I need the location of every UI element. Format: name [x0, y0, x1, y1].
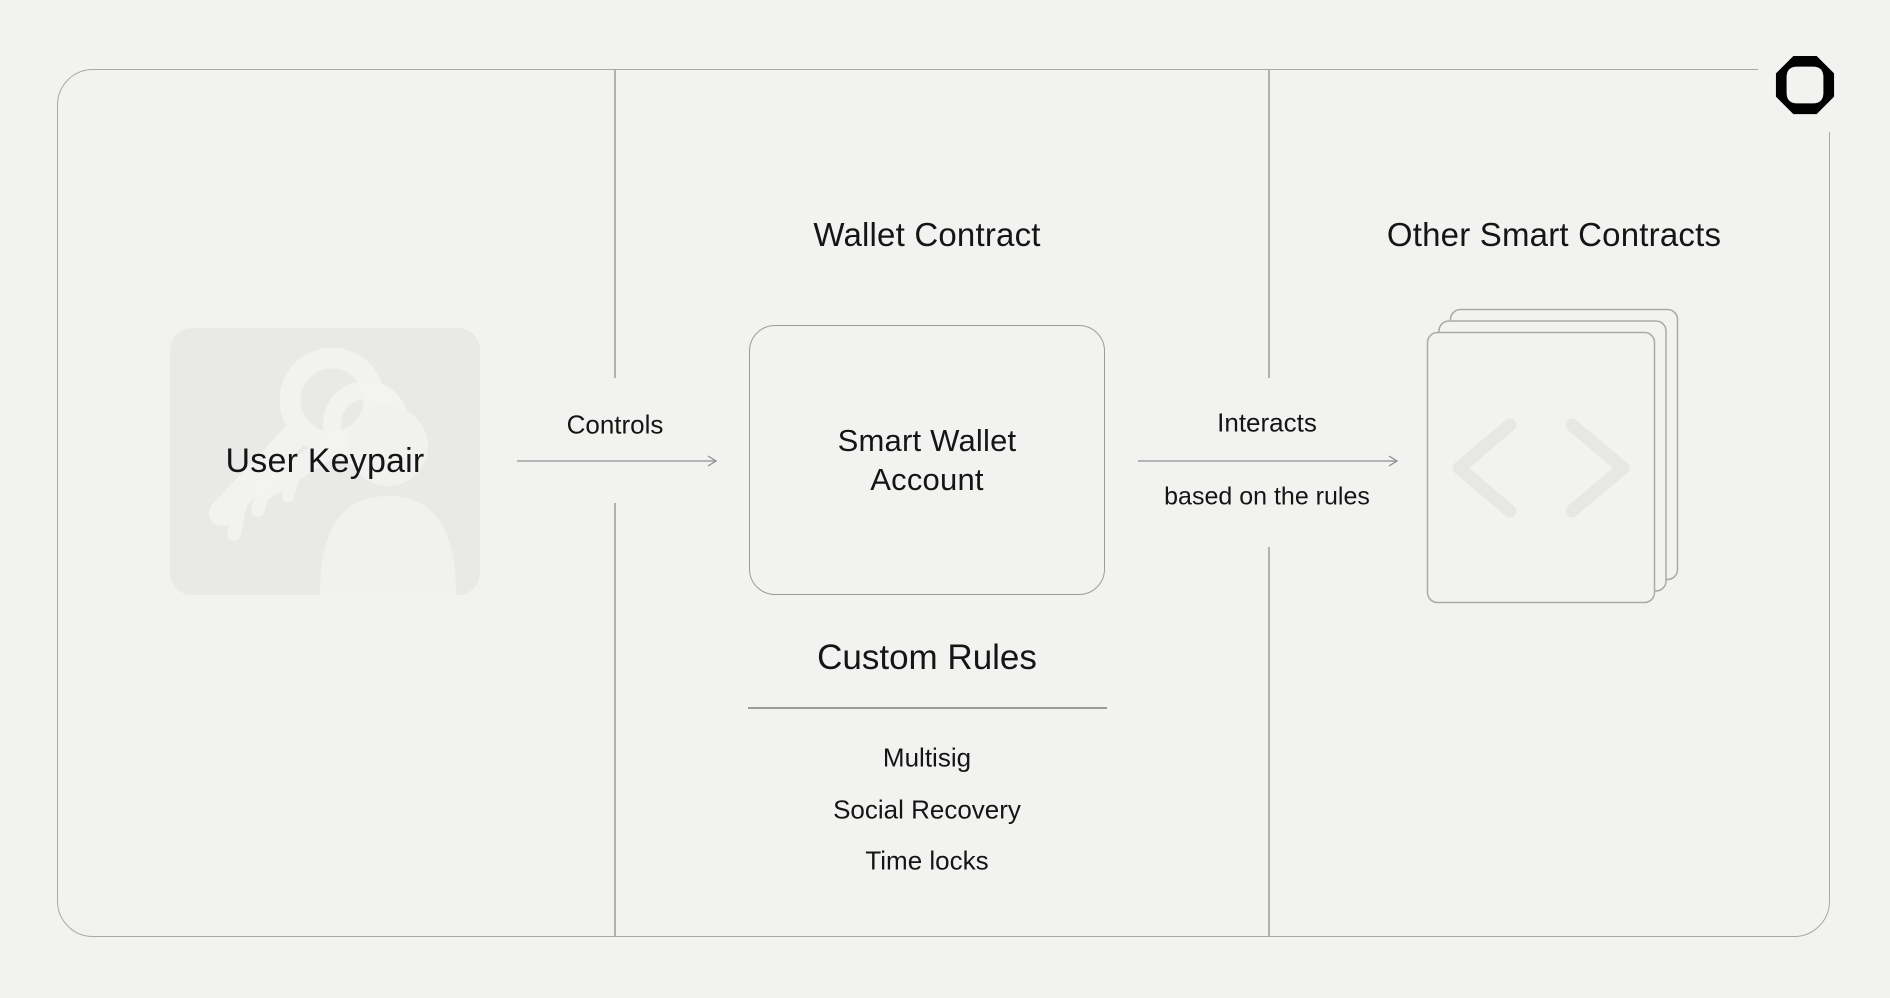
section-divider	[1268, 70, 1270, 378]
interacts-arrow	[1138, 455, 1399, 467]
smart-contracts-stack-icon	[1426, 308, 1679, 604]
interacts-arrow-sublabel: based on the rules	[1164, 482, 1370, 511]
rule-item-social-recovery: Social Recovery	[833, 794, 1021, 825]
smart-wallet-label-line1: Smart Wallet	[837, 423, 1017, 458]
user-keypair-label: User Keypair	[225, 442, 425, 480]
user-keys-icon	[209, 347, 456, 595]
octagon-logo-icon	[1758, 38, 1852, 132]
section-divider	[1268, 547, 1270, 936]
octagon-logo-glyph	[1775, 55, 1835, 115]
custom-rules-divider	[748, 707, 1107, 709]
section-divider	[614, 503, 616, 936]
rule-item-multisig: Multisig	[882, 742, 972, 773]
diagram-frame	[57, 69, 1830, 937]
section-divider	[614, 70, 616, 378]
rule-item-time-locks: Time locks	[865, 845, 989, 876]
controls-arrow	[517, 455, 718, 467]
smart-wallet-label-line2: Account	[870, 462, 984, 497]
code-chevron-left-icon	[1452, 418, 1517, 518]
interacts-arrow-label: Interacts	[1217, 407, 1317, 438]
user-keypair-box: User Keypair	[170, 328, 480, 595]
smart-wallet-account-box: Smart Wallet Account	[749, 325, 1105, 595]
custom-rules-title: Custom Rules	[817, 638, 1037, 677]
code-chevron-right-icon	[1565, 418, 1630, 518]
wallet-contract-title: Wallet Contract	[813, 216, 1041, 253]
controls-arrow-label: Controls	[566, 409, 664, 440]
other-smart-contracts-title: Other Smart Contracts	[1386, 216, 1722, 253]
